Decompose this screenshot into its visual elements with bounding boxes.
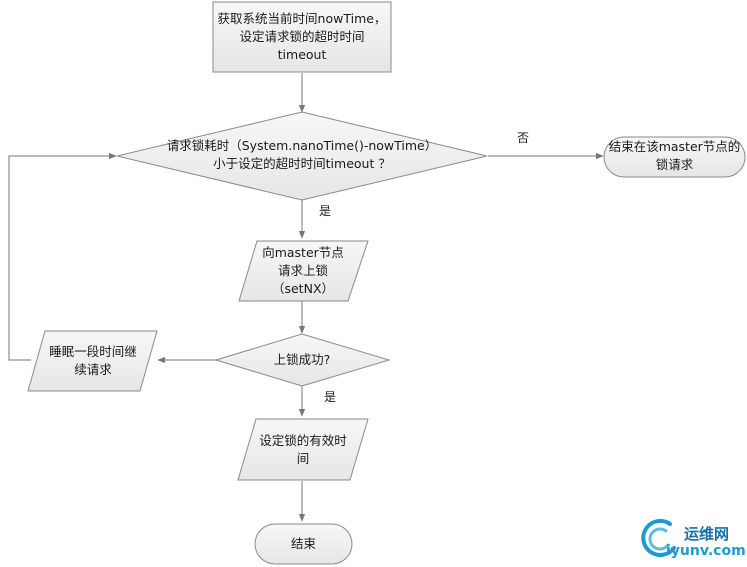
start-box-line-2: 设定请求锁的超时时间	[239, 29, 365, 44]
set-expiry-parallelogram	[237, 418, 369, 481]
end-on-master-text: 结束在该master节点的 锁请求	[604, 138, 745, 174]
request-lock-parallelogram	[238, 240, 369, 302]
watermark-brand: 运维网	[684, 525, 730, 543]
watermark-logo-icon	[641, 518, 676, 557]
sleep-parallelogram	[27, 330, 158, 392]
set-expiry-text: 设定锁的有效时 间	[244, 432, 362, 468]
end-on-master-terminator	[603, 136, 746, 178]
lock-success-decision-diamond	[214, 333, 391, 387]
set-expiry-line-2: 间	[296, 451, 310, 466]
request-lock-line-1: 向master节点	[262, 245, 344, 260]
end-text: 结束	[290, 536, 316, 551]
end-terminator	[254, 523, 353, 565]
sleep-box-line-2: 续请求	[74, 362, 112, 377]
lock-success-text: 上锁成功?	[273, 352, 331, 367]
arrow-loop-back	[8, 152, 117, 361]
timeout-check-line-1: 请求锁耗时（System.nanoTime()-nowTime）	[166, 138, 438, 153]
connectors	[8, 73, 604, 522]
timeout-check-text: 请求锁耗时（System.nanoTime()-nowTime） 小于设定的超时…	[140, 137, 464, 173]
end-on-master-line-2: 锁请求	[655, 157, 694, 172]
no-branch-label: 否	[516, 131, 529, 145]
start-box-line-1: 获取系统当前时间nowTime，	[217, 11, 387, 26]
yes-branch-label-1: 是	[318, 204, 331, 218]
start-box-line-3: timeout	[277, 47, 327, 62]
request-lock-line-2: 请求上锁	[277, 263, 328, 278]
request-lock-line-3: （setNX）	[271, 281, 335, 296]
end-on-master-line-1: 结束在该master节点的	[608, 139, 741, 154]
start-process-box	[212, 1, 392, 73]
timeout-decision-diamond	[116, 111, 488, 201]
sleep-box-line-1: 睡眠一段时间继	[49, 344, 137, 359]
yes-branch-label-2: 是	[323, 390, 336, 404]
watermark-domain: iyunv.com	[666, 543, 746, 559]
timeout-check-line-2: 小于设定的超时时间timeout ？	[213, 156, 391, 171]
start-box-text: 获取系统当前时间nowTime， 设定请求锁的超时时间 timeout	[213, 10, 391, 64]
sleep-box-text: 睡眠一段时间继 续请求	[30, 343, 156, 379]
set-expiry-line-1: 设定锁的有效时	[259, 433, 347, 448]
request-lock-text: 向master节点 请求上锁 （setNX）	[244, 244, 362, 298]
